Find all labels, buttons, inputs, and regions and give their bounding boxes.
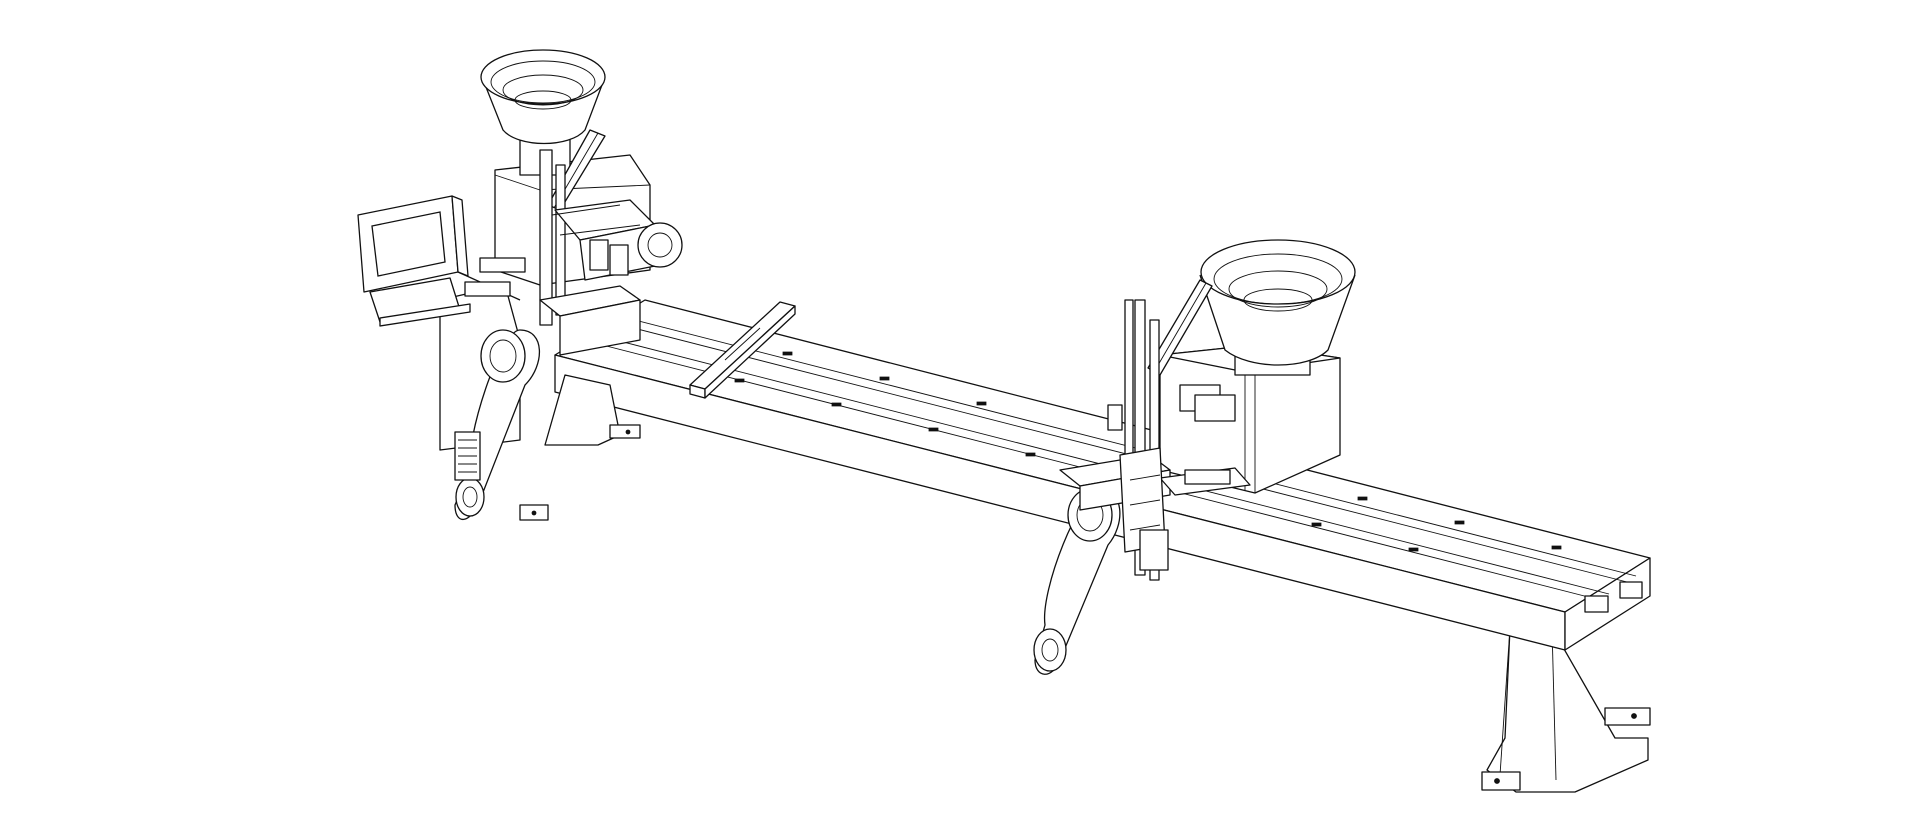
left-assembly-head [465, 150, 682, 355]
right-vibratory-bowl-feeder [1148, 240, 1355, 493]
left-reel-arm [455, 330, 539, 519]
right-support-leg [1482, 628, 1650, 792]
touch-screen-panel [358, 196, 520, 326]
right-assembly-head [1060, 300, 1250, 580]
cross-bar [690, 302, 795, 398]
